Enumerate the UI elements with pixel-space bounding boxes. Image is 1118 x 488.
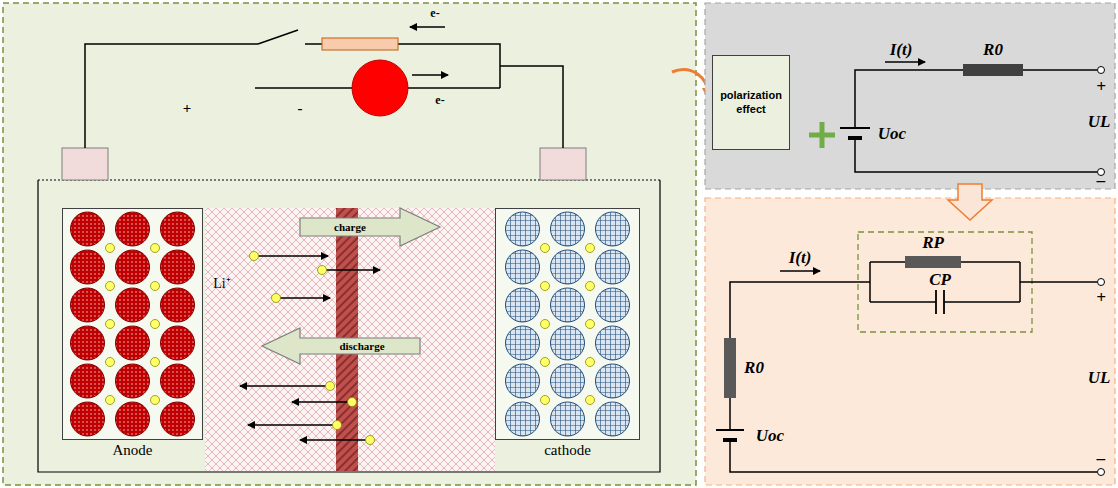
node-text: polarization effect bbox=[716, 89, 786, 117]
lithium-dots bbox=[104, 242, 161, 406]
component-label: RP bbox=[922, 233, 944, 253]
model-wires bbox=[855, 70, 1097, 172]
resistor-symbol bbox=[322, 38, 398, 50]
load-symbol bbox=[352, 60, 408, 116]
rc-group-bracket bbox=[858, 232, 1032, 332]
battery-symbol bbox=[716, 429, 744, 431]
cell-housing-fill bbox=[38, 180, 660, 472]
voltage-label: Uoc bbox=[878, 124, 906, 144]
voltage-label: UL bbox=[1088, 368, 1111, 388]
electron-label: e- bbox=[435, 93, 444, 108]
component-label: R0 bbox=[983, 40, 1003, 60]
terminal-sign: – bbox=[1097, 171, 1106, 191]
cathode-terminal bbox=[540, 148, 586, 180]
charge-arrow bbox=[300, 208, 440, 246]
cell-housing bbox=[38, 180, 660, 472]
component-label: CP bbox=[929, 270, 951, 290]
resistor-symbol bbox=[963, 64, 1023, 76]
model-wires bbox=[730, 262, 1097, 472]
cathode-particles bbox=[500, 210, 635, 438]
voltage-label: UL bbox=[1088, 112, 1111, 132]
lithium-dots bbox=[539, 242, 596, 406]
polarization-box: polarization effect bbox=[712, 55, 790, 150]
polarity-sign: - bbox=[298, 100, 303, 117]
terminal-symbol bbox=[1098, 67, 1105, 74]
process-label: discharge bbox=[339, 340, 384, 352]
ion-label: Li⁺ bbox=[213, 273, 230, 292]
resistor-symbol bbox=[724, 338, 736, 398]
battery-symbol bbox=[848, 136, 862, 140]
component-label: R0 bbox=[744, 358, 764, 378]
electron-arrow bbox=[412, 74, 448, 75]
battery-symbol bbox=[840, 127, 870, 129]
process-label: charge bbox=[334, 221, 366, 233]
plus-symbol bbox=[809, 122, 835, 148]
anode-electrode: Anode bbox=[62, 208, 203, 440]
cathode-electrode: cathode bbox=[495, 208, 640, 440]
anode-terminal bbox=[62, 148, 108, 180]
current-label: I(t) bbox=[789, 248, 812, 268]
current-label: I(t) bbox=[890, 40, 913, 60]
terminal-sign: – bbox=[1097, 449, 1106, 469]
node-text: cathode bbox=[496, 442, 639, 459]
cathode-ground bbox=[495, 208, 640, 440]
node-text: Anode bbox=[63, 442, 202, 459]
electron-arrow bbox=[410, 26, 445, 27]
terminal-symbol bbox=[1098, 279, 1105, 286]
resistor-symbol bbox=[905, 256, 961, 268]
discharge-arrow bbox=[262, 328, 420, 364]
terminal-sign: + bbox=[1096, 77, 1106, 97]
polarity-sign: + bbox=[183, 100, 192, 117]
terminal-sign: + bbox=[1096, 288, 1106, 308]
electron-label: e- bbox=[430, 6, 439, 21]
voltage-label: Uoc bbox=[756, 426, 784, 446]
anode-ground bbox=[62, 208, 203, 440]
current-arrow bbox=[780, 270, 820, 271]
down-arrow bbox=[948, 184, 992, 220]
simple-model-panel bbox=[705, 3, 1115, 189]
current-arrow bbox=[885, 61, 925, 62]
external-wires bbox=[85, 30, 563, 148]
anode-particles bbox=[65, 210, 200, 438]
capacitor-symbol bbox=[943, 290, 945, 314]
electrolyte-region bbox=[205, 208, 495, 471]
terminal-symbol bbox=[1098, 469, 1105, 476]
battery-symbol bbox=[723, 438, 737, 442]
capacitor-symbol bbox=[935, 290, 937, 314]
thevenin-model-panel bbox=[705, 198, 1115, 485]
left-panel bbox=[3, 3, 696, 485]
zoom-arrow bbox=[672, 70, 708, 94]
